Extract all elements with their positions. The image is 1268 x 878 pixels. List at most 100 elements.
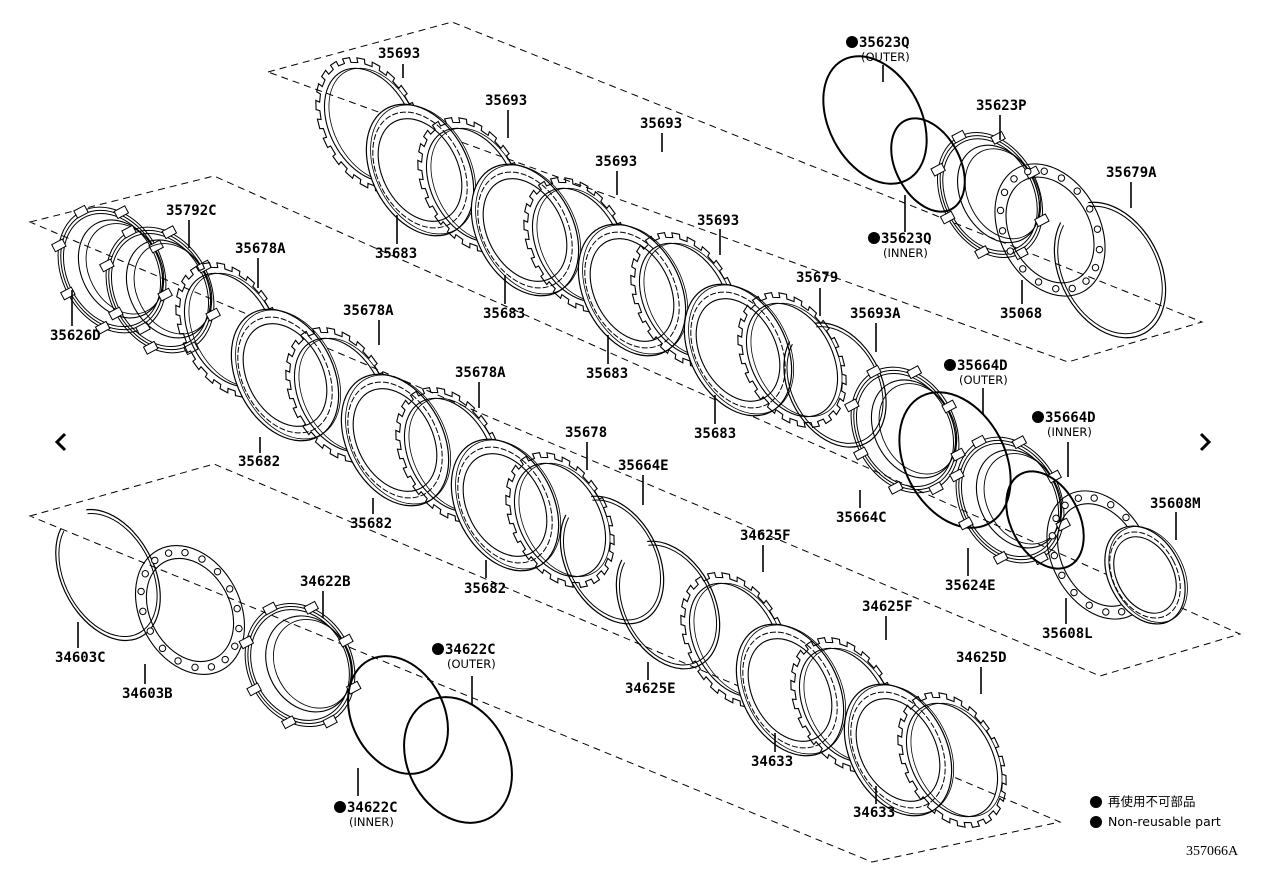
part-c7	[470, 163, 582, 297]
piston-tab	[238, 635, 255, 650]
part-number-label: 35693	[378, 46, 420, 62]
callout-35678a: 35678A	[235, 241, 286, 288]
piston-bore-inner	[983, 453, 1063, 545]
part-number-label: 35623Q	[859, 35, 910, 51]
group-outline-upper	[266, 21, 1204, 363]
return-spring-coil	[164, 549, 173, 557]
piston-tab	[887, 480, 904, 495]
part-number-label: 35664D	[957, 358, 1008, 374]
callout-35683: 35683	[483, 275, 525, 322]
return-spring-coil	[1010, 175, 1018, 183]
non-reusable-marker-icon	[432, 643, 444, 655]
position-note: (INNER)	[883, 246, 928, 260]
part-c9	[683, 283, 795, 417]
callout-34622c: 34622C(OUTER)	[432, 642, 496, 704]
ring-thickness	[518, 462, 611, 577]
piston-edge	[250, 609, 350, 721]
part-number-label: 34622B	[300, 574, 351, 590]
o-ring	[822, 55, 928, 185]
previous-diagram-button[interactable]	[46, 425, 76, 459]
return-spring-coil	[1107, 501, 1115, 509]
callout-35664d: 35664D(INNER)	[1032, 410, 1096, 477]
part-number-label: 35664D	[1045, 410, 1096, 426]
piston-tab	[941, 399, 957, 414]
piston-tab	[949, 468, 965, 483]
piston-tab	[906, 365, 923, 380]
disc-thickness	[688, 284, 795, 415]
ring-inner-edge	[513, 462, 607, 578]
piston-tab	[844, 398, 860, 413]
retainer-inner	[1005, 176, 1095, 284]
o-ring	[403, 696, 513, 824]
retainer-inner	[145, 557, 235, 663]
callout-35624e: 35624E	[945, 548, 996, 594]
part-c11	[783, 322, 887, 448]
piston-tab	[992, 550, 1009, 565]
piston-edge	[942, 138, 1038, 252]
callouts-layer: 3569335693356933569335693356833568335683…	[50, 35, 1201, 829]
snap-ring-outer	[1053, 201, 1167, 339]
parts-layer	[51, 55, 1188, 828]
part-number-label: 35693	[640, 116, 682, 132]
part-c39	[55, 508, 161, 642]
part-number-label: 34603C	[55, 650, 106, 666]
piston-bore	[956, 144, 1040, 244]
callout-35664d: 35664D(OUTER)	[944, 358, 1008, 415]
disc-thickness	[1108, 526, 1188, 623]
callout-35626d: 35626D	[50, 290, 101, 344]
return-spring-coil	[231, 642, 239, 650]
return-spring-coil	[1034, 278, 1043, 286]
return-spring-coil	[996, 206, 1005, 215]
snap-ring-inner	[563, 499, 662, 621]
part-number-label: 35626D	[50, 328, 101, 344]
part-c41	[238, 600, 362, 730]
non-reusable-marker-icon	[846, 36, 858, 48]
ring-outer-teeth	[505, 452, 615, 588]
part-number-label: 35682	[238, 454, 280, 470]
callout-35664c: 35664C	[836, 490, 887, 526]
piston-edge	[244, 602, 356, 728]
part-number-label: 35683	[586, 366, 628, 382]
legend-item-en: Non-reusable part	[1090, 812, 1221, 832]
piston-tab	[108, 306, 124, 321]
callout-35693a: 35693A	[850, 306, 901, 352]
next-diagram-button[interactable]	[1190, 425, 1220, 459]
legend-text-en: Non-reusable part	[1108, 814, 1221, 829]
return-spring-coil	[1085, 601, 1093, 609]
part-c14	[930, 129, 1050, 261]
part-c40	[134, 544, 246, 676]
piston-bore-inner	[272, 619, 353, 709]
piston-tab	[928, 481, 944, 496]
piston-tab	[322, 714, 338, 729]
disc-outer-edge	[735, 623, 845, 757]
disc-outer-edge	[683, 283, 793, 417]
return-spring-coil	[174, 657, 182, 665]
callout-34622b: 34622B	[300, 574, 351, 618]
callout-35608l: 35608L	[1042, 598, 1093, 642]
chevron-left-icon	[54, 432, 67, 452]
return-spring-coil	[191, 663, 199, 672]
return-spring-coil	[1070, 588, 1078, 597]
piston-tab	[142, 340, 159, 355]
part-number-label: 34625E	[625, 681, 676, 697]
return-spring-coil	[1061, 501, 1069, 510]
non-reusable-marker-icon	[334, 801, 346, 813]
callout-35679: 35679	[796, 270, 838, 316]
disc-lining	[1109, 531, 1181, 619]
return-spring-coil	[181, 548, 189, 557]
callout-34633: 34633	[853, 786, 895, 821]
disc-thickness	[740, 624, 847, 755]
callout-34625f: 34625F	[740, 528, 791, 572]
ring-thickness	[750, 302, 843, 417]
assembly-group-outlines	[28, 21, 1242, 863]
callout-35623p: 35623P	[976, 98, 1027, 140]
legend: 再使用不可部品 Non-reusable part	[1090, 792, 1221, 832]
return-spring-coil	[1058, 571, 1066, 579]
part-number-label: 34625F	[740, 528, 791, 544]
retainer-outer	[134, 544, 246, 676]
part-c38	[843, 683, 955, 817]
callout-35693: 35693	[595, 154, 637, 195]
return-spring-coil	[1068, 284, 1076, 293]
position-note: (OUTER)	[861, 50, 910, 64]
